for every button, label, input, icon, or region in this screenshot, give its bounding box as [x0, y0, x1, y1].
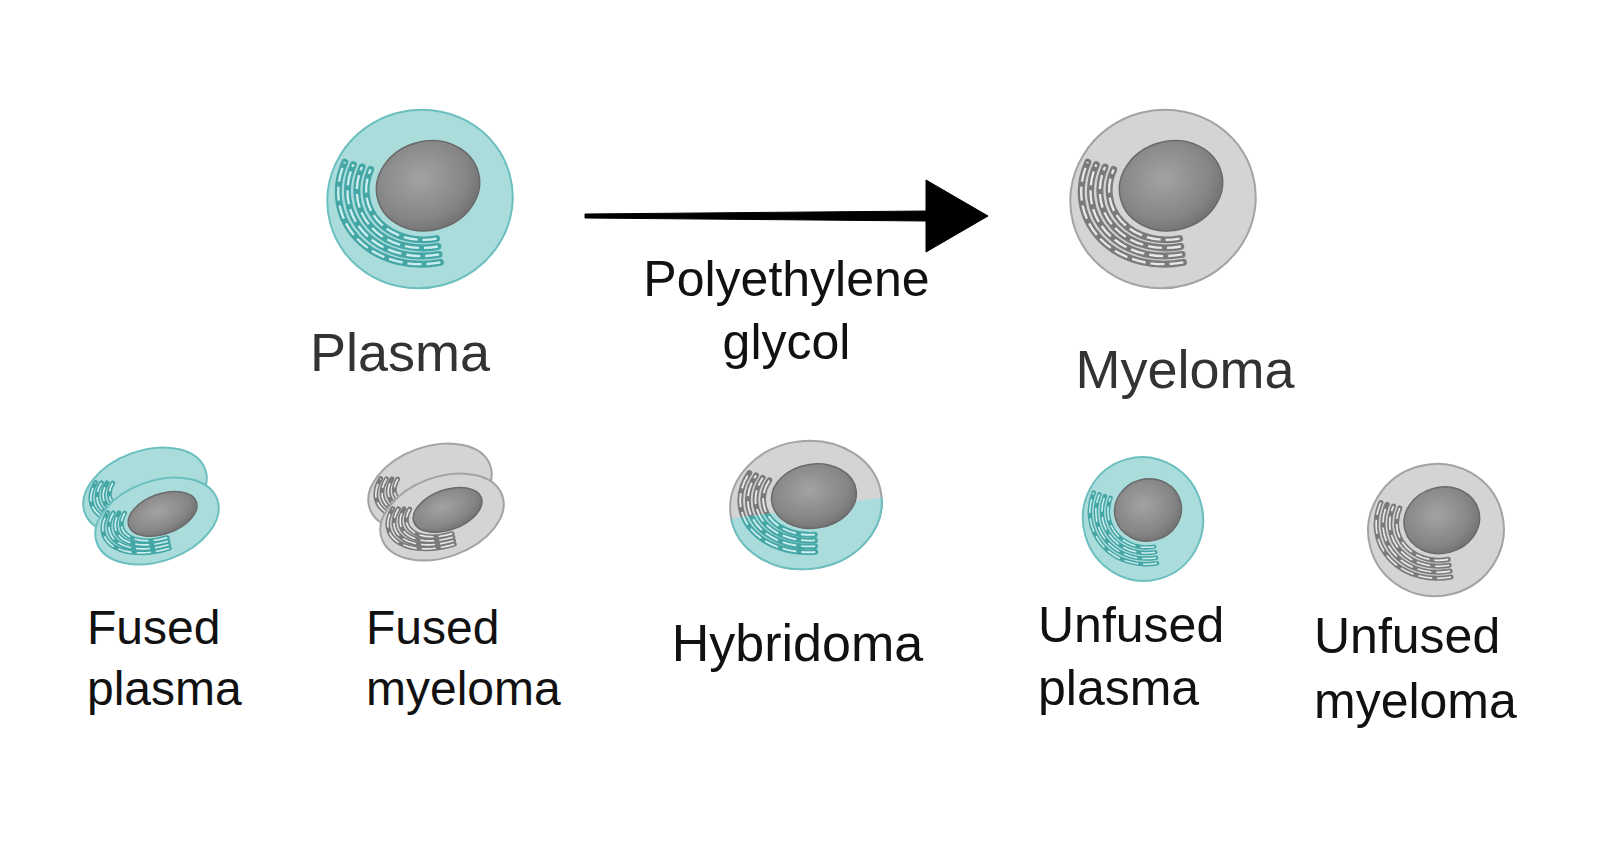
- cell-label: Plasma: [300, 320, 500, 385]
- cell-node: Hybridoma: [660, 425, 935, 678]
- cell-label: Myeloma: [1060, 337, 1310, 402]
- cell-label: Unfused plasma: [1038, 594, 1253, 720]
- cell-node: Unfused plasma: [1030, 425, 1255, 724]
- cell-drawing: [722, 431, 890, 579]
- cell-drawing: [307, 89, 533, 309]
- cell-node: Plasma: [300, 100, 530, 389]
- fusion-arrow: [585, 180, 988, 252]
- cell-drawing: [368, 458, 516, 577]
- cell-drawing: [1353, 449, 1519, 612]
- cell-node: Fused myeloma: [355, 425, 570, 724]
- cell-node: Unfused myeloma: [1305, 425, 1580, 738]
- cell-node: Fused plasma: [70, 425, 255, 724]
- cell-label: Unfused myeloma: [1314, 604, 1576, 734]
- reagent-label: Polyethylene glycol: [622, 248, 952, 373]
- cell-label: Hybridoma: [660, 612, 935, 674]
- cell-label: Fused plasma: [87, 597, 252, 720]
- cell-label: Fused myeloma: [366, 597, 566, 720]
- cell-drawing: [1069, 444, 1217, 595]
- cell-drawing: [1050, 89, 1276, 309]
- cell-drawing: [83, 462, 231, 581]
- cell-node: Myeloma: [1060, 100, 1310, 406]
